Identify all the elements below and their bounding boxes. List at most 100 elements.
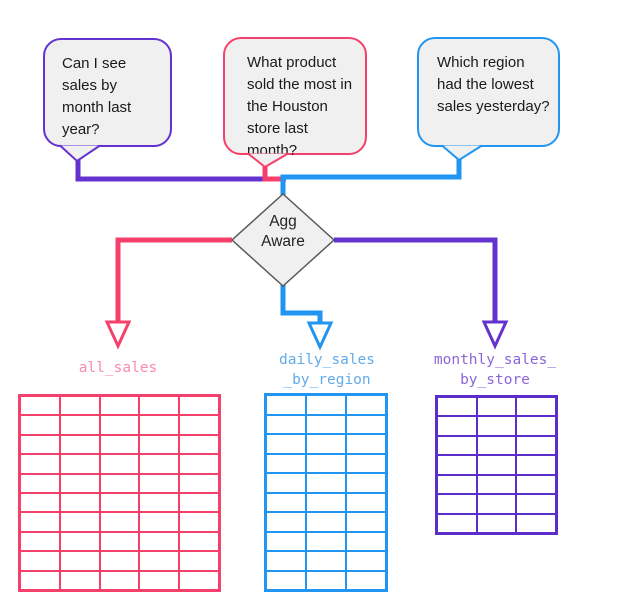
table-cell [180, 571, 218, 589]
table-cell [21, 532, 59, 551]
table-cell [438, 398, 476, 416]
table-cell [517, 514, 555, 532]
speech-bubble-sales-by-month: Can I see sales by month last year? [43, 38, 172, 147]
table-cell [100, 397, 139, 415]
table-cell [477, 417, 516, 435]
table-cell [517, 398, 555, 416]
bubble-text: Can I see sales by month last year? [62, 55, 132, 138]
table-cell [347, 493, 385, 511]
table-cell [21, 416, 59, 434]
table-cell [60, 455, 99, 473]
table-cell [347, 415, 385, 433]
table-cell [60, 571, 99, 589]
table-cell [347, 396, 385, 414]
arrow-down-pink-icon [104, 320, 132, 350]
table-label-all-sales: all_sales [78, 360, 158, 376]
route-blue-to-daily-sales [280, 284, 323, 324]
table-cell [180, 474, 218, 492]
table-cell [347, 454, 385, 472]
table-cell [267, 474, 305, 492]
table-cell [477, 436, 516, 455]
table-cell [100, 493, 139, 512]
table-cell [347, 532, 385, 550]
table-cell [180, 455, 218, 473]
table-cell [438, 456, 476, 474]
table-cell [307, 493, 345, 511]
agg-aware-diamond [230, 192, 336, 288]
table-cell [140, 532, 179, 551]
table-cell [438, 417, 476, 435]
speech-bubble-lowest-sales-region: Which region had the lowest sales yester… [417, 37, 560, 147]
table-cell [267, 415, 305, 433]
table-cell [21, 552, 59, 570]
table-cell [267, 532, 305, 550]
table-cell [180, 493, 218, 512]
table-cell [180, 513, 218, 531]
table-label-daily-sales-by-region: daily_sales_by_region [278, 352, 376, 388]
table-cell [100, 532, 139, 551]
arrow-down-blue-icon [306, 321, 334, 351]
table-cell [267, 454, 305, 472]
table-cell [307, 454, 345, 472]
table-cell [347, 513, 385, 531]
arrow-down-purple-icon [481, 320, 509, 350]
table-cell [267, 552, 305, 570]
table-cell [347, 552, 385, 570]
table-cell [438, 514, 476, 532]
table-cell [140, 571, 179, 589]
table-cell [180, 532, 218, 551]
table-cell [477, 514, 516, 532]
table-cell [60, 493, 99, 512]
table-cell [180, 435, 218, 454]
table-cell [21, 435, 59, 454]
table-monthly-sales-by-store [435, 395, 558, 535]
table-cell [21, 513, 59, 531]
table-cell [60, 416, 99, 434]
table-cell [477, 398, 516, 416]
connector-purple-bus [75, 154, 267, 182]
bubble-tail-blue [441, 144, 483, 162]
table-cell [267, 493, 305, 511]
table-cell [100, 513, 139, 531]
table-cell [180, 416, 218, 434]
table-daily-sales-by-region [264, 393, 388, 592]
table-cell [307, 532, 345, 550]
table-cell [438, 475, 476, 494]
table-cell [100, 455, 139, 473]
table-cell [180, 552, 218, 570]
table-cell [438, 436, 476, 455]
route-pink-to-all-sales [115, 237, 232, 323]
table-cell [477, 456, 516, 474]
table-cell [100, 552, 139, 570]
table-cell [140, 552, 179, 570]
table-cell [517, 475, 555, 494]
table-cell [60, 552, 99, 570]
bubble-text: Which region had the lowest sales yester… [437, 54, 550, 115]
table-cell [267, 396, 305, 414]
table-cell [477, 475, 516, 494]
route-purple-to-monthly-sales [334, 237, 498, 323]
table-cell [438, 495, 476, 513]
table-cell [347, 571, 385, 589]
table-cell [307, 552, 345, 570]
table-cell [100, 474, 139, 492]
table-cell [60, 474, 99, 492]
table-cell [180, 397, 218, 415]
table-cell [140, 397, 179, 415]
table-cell [60, 513, 99, 531]
table-cell [140, 435, 179, 454]
table-cell [140, 416, 179, 434]
agg-aware-label: Agg Aware [261, 213, 305, 250]
table-cell [347, 435, 385, 453]
table-cell [477, 495, 516, 513]
table-cell [517, 436, 555, 455]
bubble-tail-pink [247, 152, 289, 169]
table-cell [267, 571, 305, 589]
table-cell [21, 571, 59, 589]
table-cell [21, 474, 59, 492]
speech-bubble-houston-top-product: What product sold the most in the Housto… [223, 37, 367, 159]
connector-blue-bus [280, 158, 462, 196]
table-cell [60, 532, 99, 551]
